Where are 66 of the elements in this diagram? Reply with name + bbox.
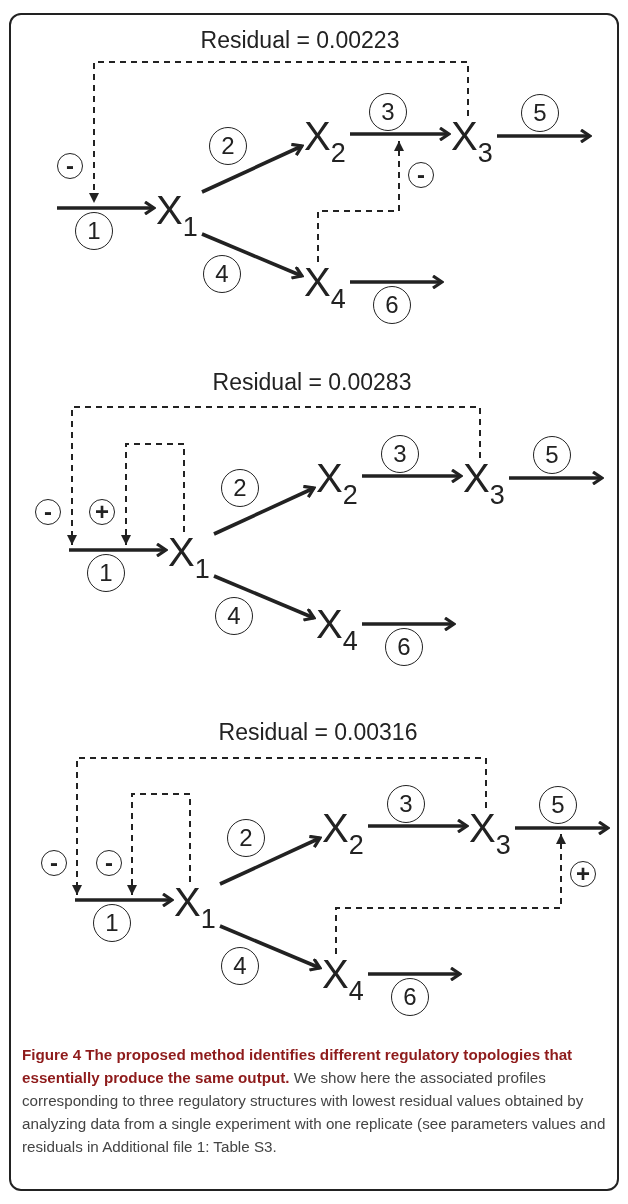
regulation-sign: - (35, 499, 61, 525)
figure-caption: Figure 4 The proposed method identifies different regulatory topologies that essentially produce the same output. We show here the associated profiles corresponding to three regulatory structures with lowest residual values obtained by analyzing data from a single experiment with one replicate (see parameters values and residuals in Additional file 1: Table S3. (22, 1045, 607, 1157)
reaction-arrow (350, 274, 444, 290)
reaction-arrow (219, 834, 322, 886)
reaction-arrow (213, 484, 316, 536)
species-label: X$_{2}$ (302, 116, 350, 162)
reaction-arrow (368, 966, 462, 982)
reaction-arrow (201, 232, 304, 280)
reaction-arrow (219, 924, 322, 972)
species-label: X$_{3}$ (461, 458, 509, 504)
regulation-sign: - (41, 850, 67, 876)
reaction-number: 4 (203, 255, 241, 293)
reaction-arrow (75, 892, 174, 908)
reaction-number: 3 (387, 785, 425, 823)
reaction-number: 2 (209, 127, 247, 165)
regulation-arrow (72, 757, 487, 896)
species-label: X$_{3}$ (449, 116, 497, 162)
regulation-sign: - (96, 850, 122, 876)
reaction-arrow (509, 470, 604, 486)
reaction-number: 2 (221, 469, 259, 507)
reaction-arrow (515, 820, 610, 836)
reaction-number: 3 (369, 93, 407, 131)
reaction-arrow (201, 142, 304, 194)
reaction-number: 5 (539, 786, 577, 824)
reaction-arrow (497, 128, 592, 144)
reaction-arrow (69, 542, 168, 558)
species-label: X$_{1}$ (154, 190, 202, 236)
species-label: X$_{4}$ (320, 954, 368, 1000)
species-label: X$_{2}$ (314, 458, 362, 504)
reaction-number: 6 (373, 286, 411, 324)
reaction-arrow (213, 574, 316, 622)
regulation-arrow (121, 443, 185, 546)
reaction-arrow (350, 126, 451, 142)
regulation-arrow (67, 406, 481, 546)
reaction-number: 3 (381, 435, 419, 473)
reaction-arrow (362, 468, 463, 484)
regulation-sign: + (89, 499, 115, 525)
species-label: X$_{3}$ (467, 808, 515, 854)
reaction-number: 1 (87, 554, 125, 592)
species-label: X$_{1}$ (166, 532, 214, 578)
reaction-number: 5 (533, 436, 571, 474)
regulation-arrow (89, 61, 469, 204)
species-label: X$_{4}$ (302, 262, 350, 308)
residual-label: Residual = 0.00316 (218, 718, 418, 746)
species-label: X$_{4}$ (314, 604, 362, 650)
regulation-sign: + (570, 861, 596, 887)
reaction-number: 6 (385, 628, 423, 666)
residual-label: Residual = 0.00283 (212, 368, 412, 396)
regulation-arrow (317, 140, 404, 263)
regulation-arrow (335, 833, 566, 955)
reaction-number: 2 (227, 819, 265, 857)
reaction-number: 4 (221, 947, 259, 985)
reaction-number: 4 (215, 597, 253, 635)
reaction-number: 5 (521, 94, 559, 132)
reaction-arrow (368, 818, 469, 834)
residual-label: Residual = 0.00223 (200, 26, 400, 54)
regulation-arrow (127, 793, 191, 896)
reaction-arrow (57, 200, 156, 216)
species-label: X$_{1}$ (172, 882, 220, 928)
reaction-arrow (362, 616, 456, 632)
reaction-number: 1 (75, 212, 113, 250)
reaction-number: 6 (391, 978, 429, 1016)
regulation-sign: - (408, 162, 434, 188)
species-label: X$_{2}$ (320, 808, 368, 854)
reaction-number: 1 (93, 904, 131, 942)
regulation-sign: - (57, 153, 83, 179)
